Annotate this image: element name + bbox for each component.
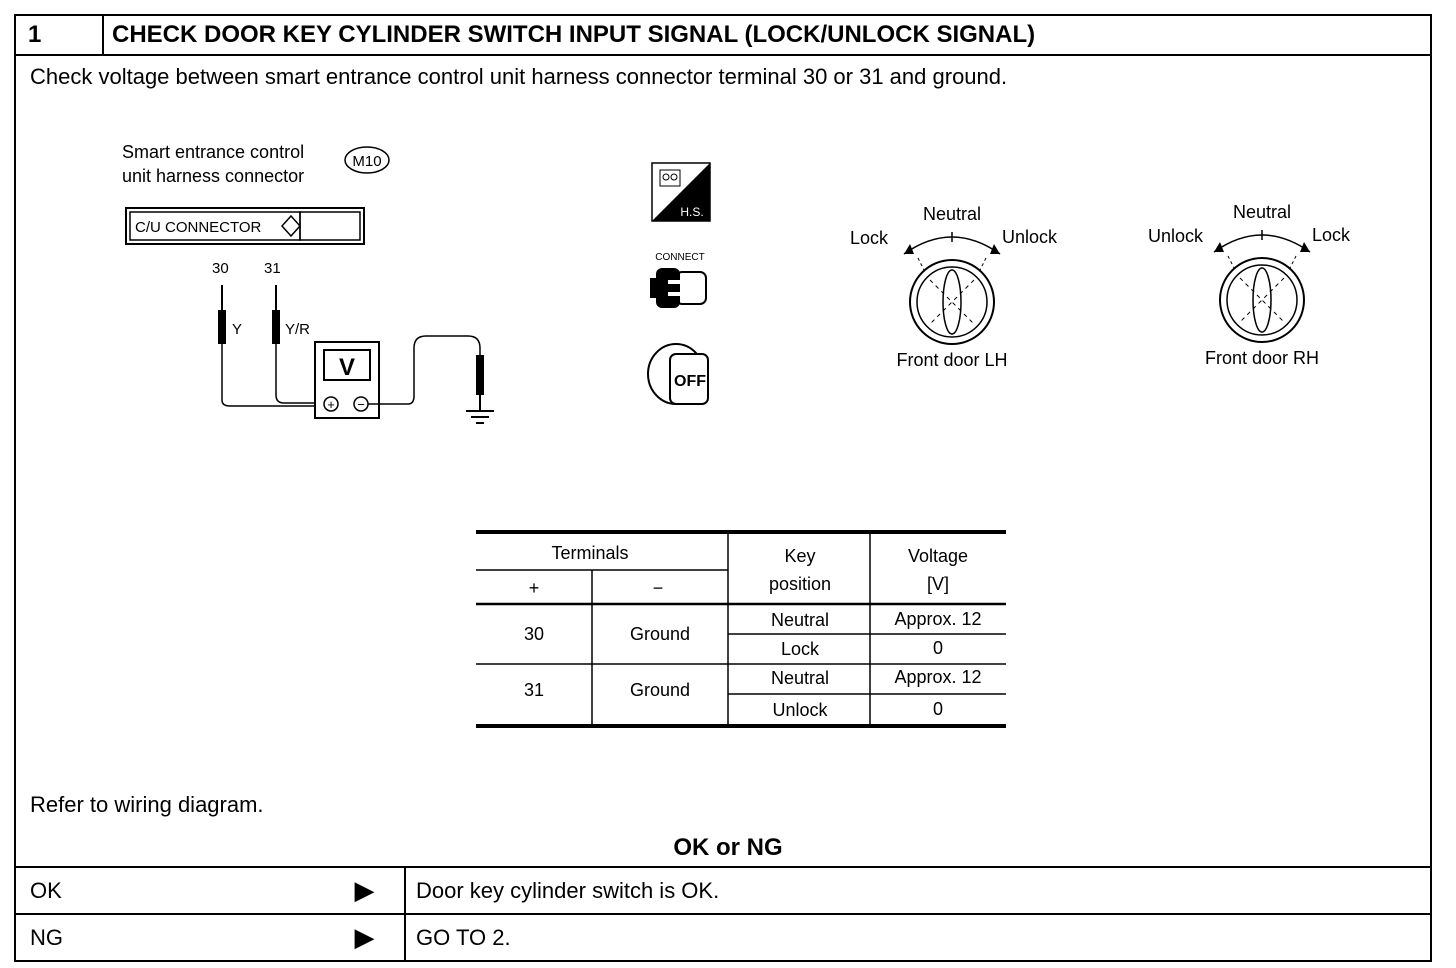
meter-plus: + <box>327 397 335 412</box>
result-row-ok: OK ▶ Door key cylinder switch is OK. <box>14 866 1432 915</box>
voltmeter-icon <box>314 341 380 419</box>
spec-h-key-1: Key <box>784 546 815 566</box>
refer-text: Refer to wiring diagram. <box>30 792 264 817</box>
result-ng-label: NG <box>14 913 325 962</box>
connect-icon <box>650 268 707 308</box>
measurement-diagram: Smart entrance control unit harness conn… <box>122 142 711 424</box>
spec-h-minus: − <box>653 578 664 598</box>
instruction-text: Check voltage between smart entrance con… <box>30 64 1008 89</box>
connect-icon-label: CONNECT <box>655 252 704 263</box>
probe-icon <box>218 285 280 400</box>
step-title: CHECK DOOR KEY CYLINDER SWITCH INPUT SIG… <box>112 21 1036 48</box>
rh-lock-label: Lock <box>1312 225 1351 245</box>
result-ng-text: GO TO 2. <box>404 913 1432 962</box>
rh-unlock-label: Unlock <box>1148 226 1204 246</box>
terminal-30-label: 30 <box>212 260 229 277</box>
result-ok-label: OK <box>14 866 325 915</box>
spec-h-terminals: Terminals <box>551 543 628 563</box>
spec-h-plus: + <box>529 578 540 598</box>
spec-row2-pos2: Unlock <box>772 700 828 720</box>
ground-probe-icon <box>466 355 494 424</box>
meter-minus: − <box>357 397 365 412</box>
spec-table: Terminals + − Key position Voltage [V] 3… <box>476 530 1006 728</box>
result-ng-arrow-icon: ▶ <box>325 913 406 962</box>
key-cylinder-lh: Neutral Lock Unlock Front door LH <box>850 204 1058 370</box>
connector-code: M10 <box>352 153 381 170</box>
rh-cylinder-icon <box>1219 257 1305 343</box>
lh-caption: Front door LH <box>896 350 1007 370</box>
spec-h-volt-2: [V] <box>927 574 949 594</box>
lh-unlock-label: Unlock <box>1002 227 1058 247</box>
lh-lock-label: Lock <box>850 228 889 248</box>
result-ok-text: Door key cylinder switch is OK. <box>404 866 1432 915</box>
result-table: OK ▶ Door key cylinder switch is OK. NG … <box>14 866 1432 962</box>
spec-h-volt-1: Voltage <box>908 546 968 566</box>
connector-name: C/U CONNECTOR <box>135 219 262 236</box>
spec-row1-v1: Approx. 12 <box>894 609 981 629</box>
terminal-31-label: 31 <box>264 260 281 277</box>
spec-row1-minus: Ground <box>630 624 690 644</box>
spec-row1-plus: 30 <box>524 624 544 644</box>
hs-icon <box>651 162 711 222</box>
spec-h-key-2: position <box>769 574 831 594</box>
connector-code-badge <box>344 146 390 174</box>
spec-row2-v2: 0 <box>933 699 943 719</box>
hs-icon-label: H.S. <box>680 205 703 219</box>
ignition-off-label: OFF <box>674 373 706 390</box>
spec-row1-v2: 0 <box>933 638 943 658</box>
lh-neutral-label: Neutral <box>923 204 981 224</box>
rh-neutral-label: Neutral <box>1233 202 1291 222</box>
spec-row2-v1: Approx. 12 <box>894 667 981 687</box>
wire-color-y: Y <box>232 321 242 338</box>
spec-row2-minus: Ground <box>630 680 690 700</box>
ok-or-ng-heading: OK or NG <box>673 834 783 861</box>
result-ok-arrow-icon: ▶ <box>325 866 406 915</box>
step-header: 1 CHECK DOOR KEY CYLINDER SWITCH INPUT S… <box>14 14 1432 56</box>
result-row-ng: NG ▶ GO TO 2. <box>14 913 1432 962</box>
connector-icon <box>125 207 365 245</box>
spec-row2-pos1: Neutral <box>771 668 829 688</box>
meter-symbol: V <box>339 354 355 381</box>
key-cylinder-rh: Neutral Unlock Lock Front door RH <box>1148 202 1351 368</box>
step-number: 1 <box>16 16 104 54</box>
spec-row1-pos2: Lock <box>781 639 820 659</box>
spec-row1-pos1: Neutral <box>771 610 829 630</box>
lh-cylinder-icon <box>909 259 995 345</box>
connector-label-line2: unit harness connector <box>122 166 304 186</box>
spec-row2-plus: 31 <box>524 680 544 700</box>
wire-color-yr: Y/R <box>285 321 310 338</box>
ignition-off-icon <box>647 343 709 405</box>
rh-caption: Front door RH <box>1205 348 1319 368</box>
connector-label-line1: Smart entrance control <box>122 142 304 162</box>
